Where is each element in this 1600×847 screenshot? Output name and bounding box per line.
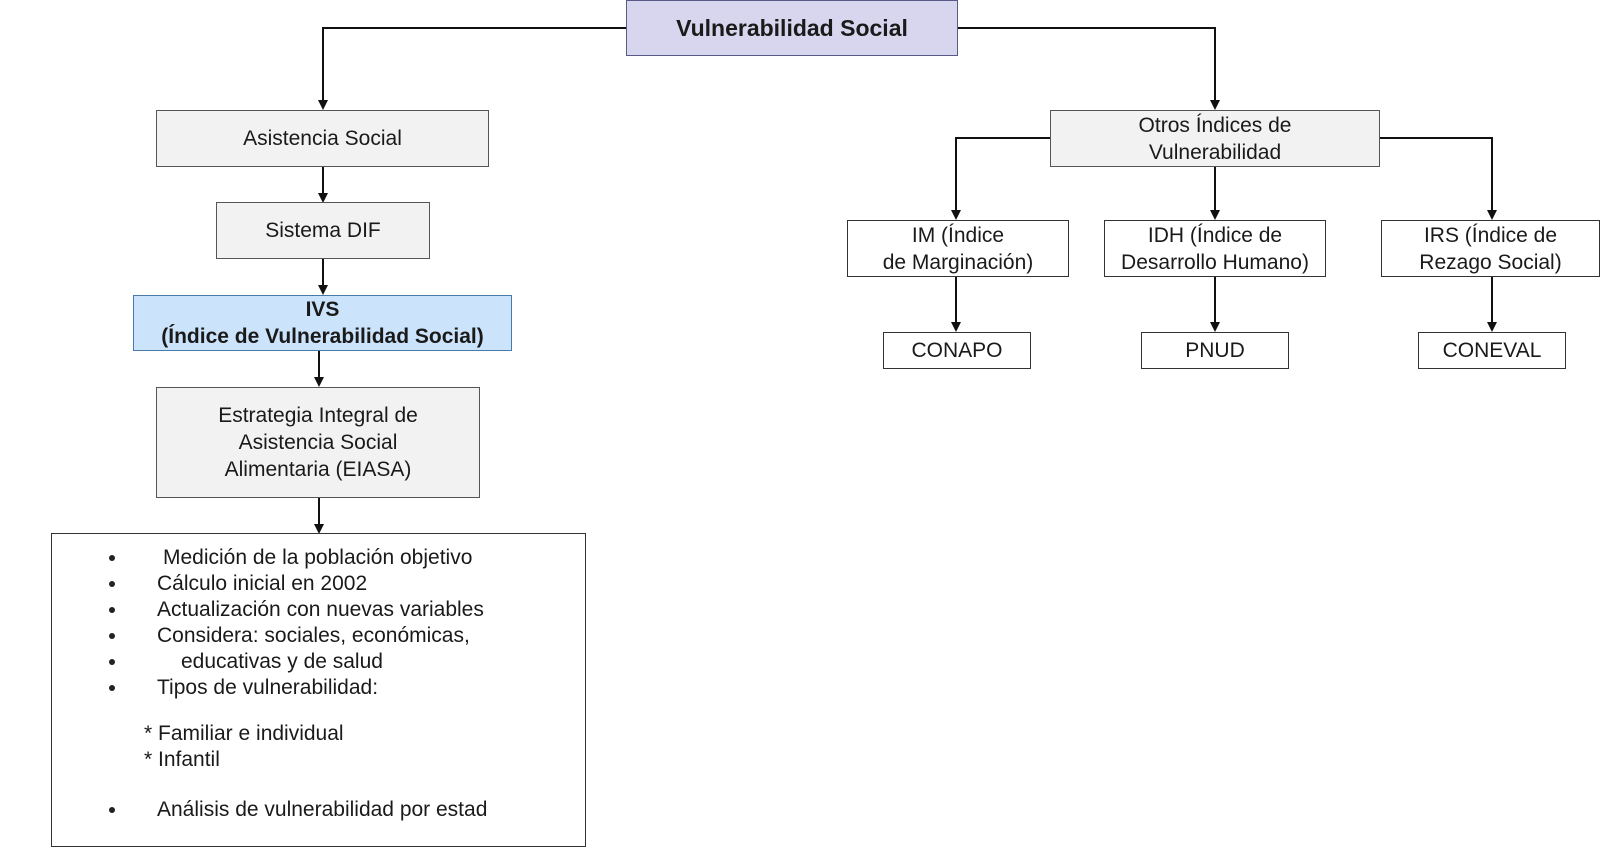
source-node-coneval: CONEVAL bbox=[1418, 332, 1566, 369]
index-node-im: IM (Índice de Marginación) bbox=[847, 220, 1069, 277]
source-node-pnud: PNUD bbox=[1141, 332, 1289, 369]
source-node-conapo: CONAPO bbox=[883, 332, 1031, 369]
source-label: PNUD bbox=[1185, 339, 1245, 362]
sistema-dif-node: Sistema DIF bbox=[216, 202, 430, 259]
ivs-node: IVS (Índice de Vulnerabilidad Social) bbox=[133, 295, 512, 351]
bullet-item: Análisis de vulnerabilidad por estad bbox=[109, 796, 577, 823]
root-node: Vulnerabilidad Social bbox=[626, 0, 958, 56]
bullet-dot bbox=[109, 555, 115, 561]
source-label: CONAPO bbox=[911, 339, 1003, 362]
index-label: IM (Índice de Marginación) bbox=[882, 223, 1034, 274]
bullet-item: educativas y de salud bbox=[109, 648, 577, 675]
bullet-item: Medición de la población objetivo bbox=[109, 544, 577, 571]
bullet-dot bbox=[109, 607, 115, 613]
index-node-irs: IRS (Índice de Rezago Social) bbox=[1381, 220, 1600, 277]
asistencia-social-label: Asistencia Social bbox=[243, 127, 402, 150]
vulnerability-type: * Infantil bbox=[144, 748, 220, 771]
bullet-dot bbox=[109, 807, 115, 813]
bullet-dot bbox=[109, 633, 115, 639]
ivs-label: IVS (Índice de Vulnerabilidad Social) bbox=[161, 298, 484, 348]
source-label: CONEVAL bbox=[1442, 339, 1542, 362]
index-label: IDH (Índice de Desarrollo Humano) bbox=[1121, 223, 1309, 274]
sistema-dif-label: Sistema DIF bbox=[265, 219, 381, 242]
bullet-dot bbox=[109, 685, 115, 691]
vulnerability-type: * Familiar e individual bbox=[144, 722, 344, 745]
eiasa-node: Estrategia Integral de Asistencia Social… bbox=[156, 387, 480, 498]
root-title: Vulnerabilidad Social bbox=[676, 14, 908, 41]
bullet-item: Actualización con nuevas variables bbox=[109, 596, 577, 623]
eiasa-detail-box: Medición de la población objetivo Cálcul… bbox=[51, 533, 586, 847]
bullet-item: Tipos de vulnerabilidad: bbox=[109, 674, 577, 701]
otros-indices-label: Otros Índices de Vulnerabilidad bbox=[1138, 113, 1292, 164]
bullet-item: Considera: sociales, económicas, bbox=[109, 622, 577, 649]
otros-indices-node: Otros Índices de Vulnerabilidad bbox=[1050, 110, 1380, 167]
eiasa-label: Estrategia Integral de Asistencia Social… bbox=[218, 404, 418, 481]
bullet-dot bbox=[109, 581, 115, 587]
bullet-dot bbox=[109, 659, 115, 665]
index-label: IRS (Índice de Rezago Social) bbox=[1419, 223, 1562, 274]
index-node-idh: IDH (Índice de Desarrollo Humano) bbox=[1104, 220, 1326, 277]
asistencia-social-node: Asistencia Social bbox=[156, 110, 489, 167]
bullet-item: Cálculo inicial en 2002 bbox=[109, 570, 577, 597]
